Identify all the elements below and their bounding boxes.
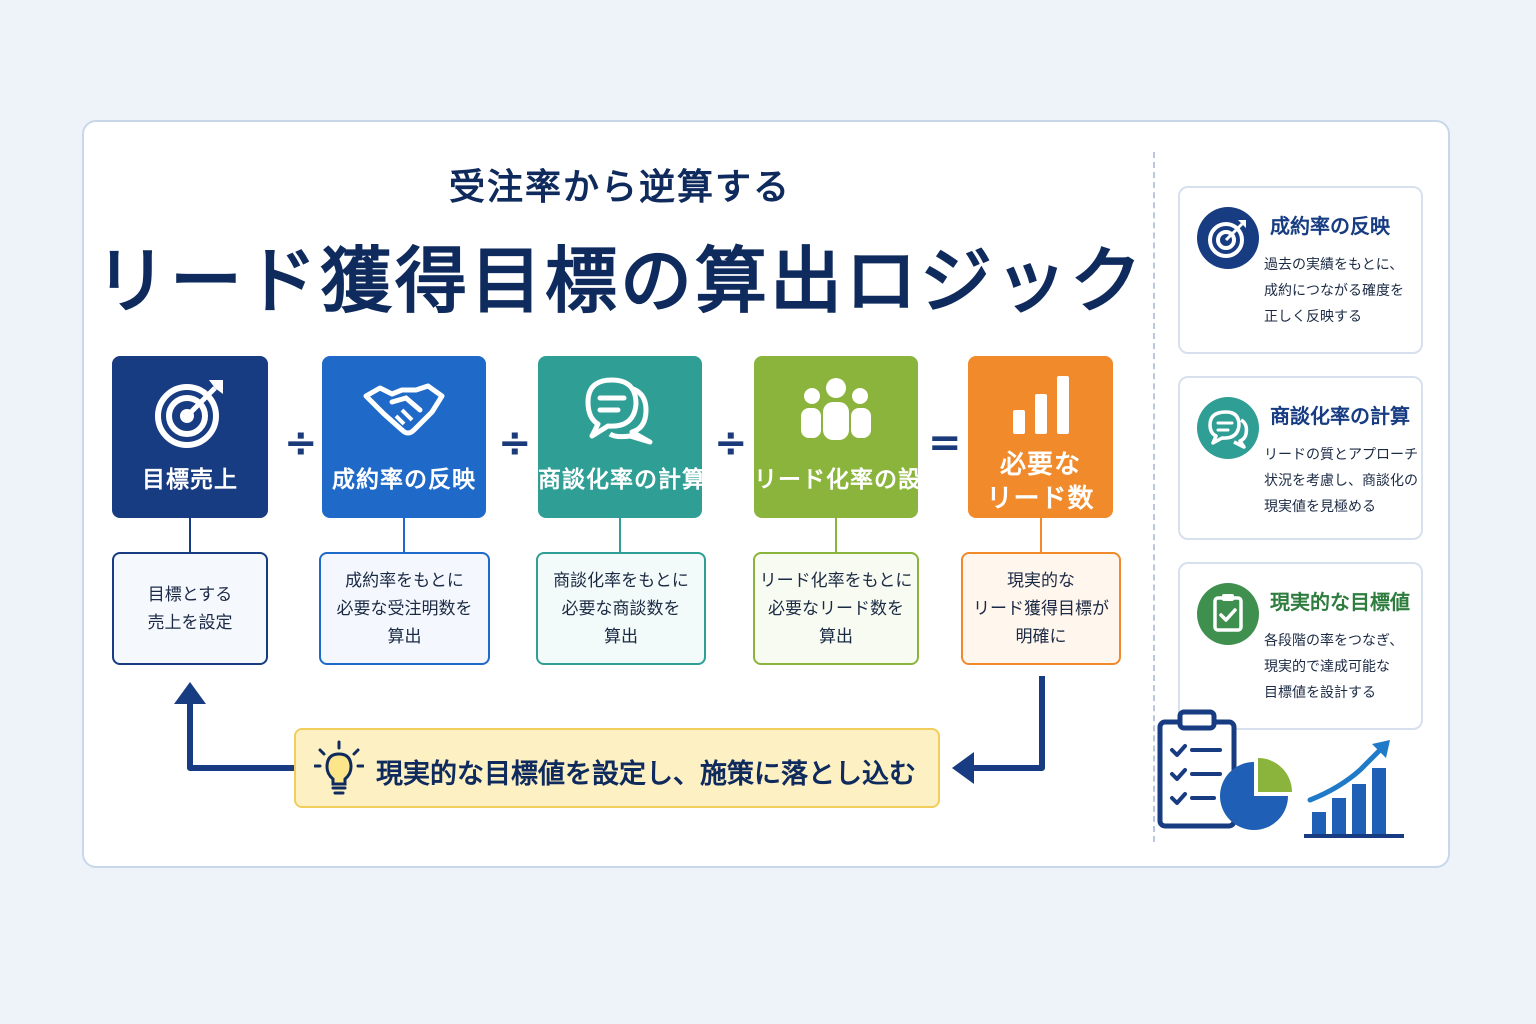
page-subtitle: 受注率から逆算する xyxy=(448,167,791,208)
banner-text: 現実的な目標値を設定し、施策に落とし込む xyxy=(376,759,916,790)
divide-operator: ÷ xyxy=(498,420,532,466)
step-label-line1: 必要な xyxy=(999,450,1081,480)
clipboard-check-icon xyxy=(1197,583,1259,645)
sidebar-card-meeting-rate: 商談化率の計算 リードの質とアプローチ 状況を考慮し、商談化の 現実値を見極める xyxy=(1178,376,1423,540)
growth-chart-icon xyxy=(1304,740,1404,838)
sidebar-card-realistic-target: 現実的な目標値 各段階の率をつなぎ、 現実的で達成可能な 目標値を設計する xyxy=(1178,562,1423,730)
step-close-rate: 成約率の反映 xyxy=(322,356,486,518)
report-illustration xyxy=(1157,709,1404,838)
sidebar-card-text: リードの質とアプローチ 状況を考慮し、商談化の 現実値を見極める xyxy=(1264,447,1418,515)
lightbulb-icon xyxy=(314,740,364,795)
pie-chart-icon xyxy=(1220,758,1292,830)
handshake-icon xyxy=(363,383,445,436)
step-label-line2: リード数 xyxy=(986,484,1095,514)
step-required-leads: 必要な リード数 xyxy=(968,356,1113,518)
step-label: 必要な リード数 xyxy=(968,448,1113,516)
step-label: 成約率の反映 xyxy=(332,467,476,493)
connector-line xyxy=(835,518,837,552)
divide-operator: ÷ xyxy=(714,420,748,466)
step-description: 現実的な リード獲得目標が 明確に xyxy=(961,552,1121,665)
target-icon xyxy=(1197,207,1259,269)
step-description: 商談化率をもとに 必要な商談数を 算出 xyxy=(536,552,706,665)
divide-operator: ÷ xyxy=(284,420,318,466)
step-meeting-rate: 商談化率の計算 xyxy=(538,356,706,518)
page-title: リード獲得目標の算出ロジック xyxy=(94,239,1145,323)
connector-line xyxy=(403,518,405,552)
step-description: 目標とする 売上を設定 xyxy=(112,552,268,665)
connector-line xyxy=(1040,518,1042,552)
chat-bubbles-icon xyxy=(585,377,653,445)
sidebar-card-text: 過去の実績をもとに、 成約につながる確度を 正しく反映する xyxy=(1264,257,1404,325)
step-label: 商談化率の計算 xyxy=(538,467,706,493)
sidebar-card-title: 成約率の反映 xyxy=(1270,214,1390,238)
sidebar-card-title: 商談化率の計算 xyxy=(1270,404,1410,428)
conclusion-banner: 現実的な目標値を設定し、施策に落とし込む xyxy=(294,728,940,808)
step-description: リード化率をもとに 必要なリード数を 算出 xyxy=(753,552,919,665)
step-label: 目標売上 xyxy=(142,467,238,493)
sidebar-card-text: 各段階の率をつなぎ、 現実的で達成可能な 目標値を設計する xyxy=(1264,633,1404,701)
sidebar-card-title: 現実的な目標値 xyxy=(1270,590,1410,614)
sidebar-card-close-rate: 成約率の反映 過去の実績をもとに、 成約につながる確度を 正しく反映する xyxy=(1178,186,1423,354)
equals-operator: = xyxy=(928,420,962,466)
bar-chart-icon xyxy=(1012,376,1069,434)
connector-line xyxy=(619,518,621,552)
sidebar-divider xyxy=(1153,152,1155,842)
step-description: 成約率をもとに 必要な受注明数を 算出 xyxy=(319,552,490,665)
connector-line xyxy=(189,518,191,552)
people-icon xyxy=(801,378,871,440)
step-lead-rate: リード化率の設定 xyxy=(754,356,946,518)
step-target-sales: 目標売上 xyxy=(112,356,268,518)
step-label: リード化率の設定 xyxy=(754,467,946,493)
target-icon xyxy=(155,380,223,448)
chat-bubbles-icon xyxy=(1197,397,1259,459)
